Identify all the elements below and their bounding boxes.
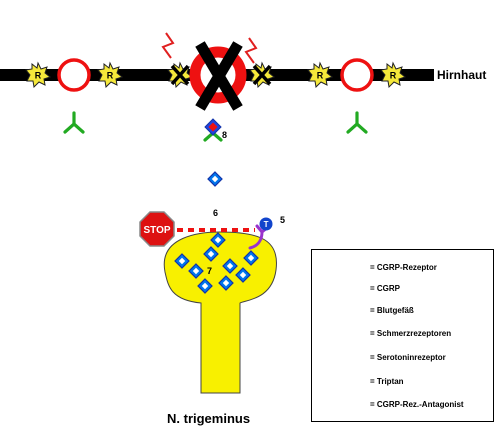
triptan-molecule: T bbox=[259, 217, 273, 231]
lightning-right-icon bbox=[244, 37, 258, 64]
svg-text:T: T bbox=[264, 220, 269, 229]
cgrp-antagonist-bound bbox=[204, 118, 222, 136]
svg-text:R: R bbox=[35, 71, 42, 81]
pain-receptor-left-2: R bbox=[97, 62, 123, 88]
marker-7: 7 bbox=[207, 266, 213, 276]
legend-item-blood-vessel: = Blutgefäß bbox=[370, 306, 414, 315]
legend-item-cgrp-antagonist: = CGRP-Rez.-Antagonist bbox=[370, 400, 464, 409]
blood-vessel-right bbox=[340, 58, 374, 92]
legend-item-cgrp: = CGRP bbox=[370, 284, 401, 293]
cgrp-receptor-right bbox=[346, 111, 368, 134]
lightning-left-icon bbox=[161, 32, 175, 59]
legend-item-serotonin-receptor: = Serotoninrezeptor bbox=[370, 353, 446, 362]
big-x-icon bbox=[195, 41, 243, 111]
cgrp-molecule-free bbox=[207, 171, 223, 187]
marker-8: 8 bbox=[222, 130, 228, 140]
marker-6: 6 bbox=[213, 208, 219, 218]
hirnhaut-label: Hirnhaut bbox=[437, 68, 487, 82]
blood-vessel-left bbox=[57, 58, 91, 92]
legend-item-cgrp-receptor: = CGRP-Rezeptor bbox=[370, 263, 437, 272]
pain-receptor-right-1: R bbox=[307, 62, 333, 88]
nerve-label: N. trigeminus bbox=[167, 411, 251, 426]
svg-text:R: R bbox=[107, 71, 114, 81]
legend: = CGRP-Rezeptor = CGRP = Blutgefäß = Sch… bbox=[311, 249, 494, 422]
blocked-pain-receptor-right bbox=[249, 62, 275, 88]
marker-5: 5 bbox=[280, 215, 286, 225]
pain-receptor-left-1: R bbox=[25, 62, 51, 88]
stop-sign-icon: STOP bbox=[139, 211, 175, 247]
svg-text:R: R bbox=[390, 71, 397, 81]
svg-text:R: R bbox=[317, 71, 324, 81]
svg-text:STOP: STOP bbox=[143, 225, 170, 236]
legend-item-pain-receptors: = Schmerzrezeptoren bbox=[370, 329, 452, 338]
cgrp-receptor-left bbox=[63, 111, 85, 134]
blocked-pain-receptor-left bbox=[167, 62, 193, 88]
legend-item-triptan: = Triptan bbox=[370, 377, 404, 386]
pain-receptor-right-2: R bbox=[380, 62, 406, 88]
